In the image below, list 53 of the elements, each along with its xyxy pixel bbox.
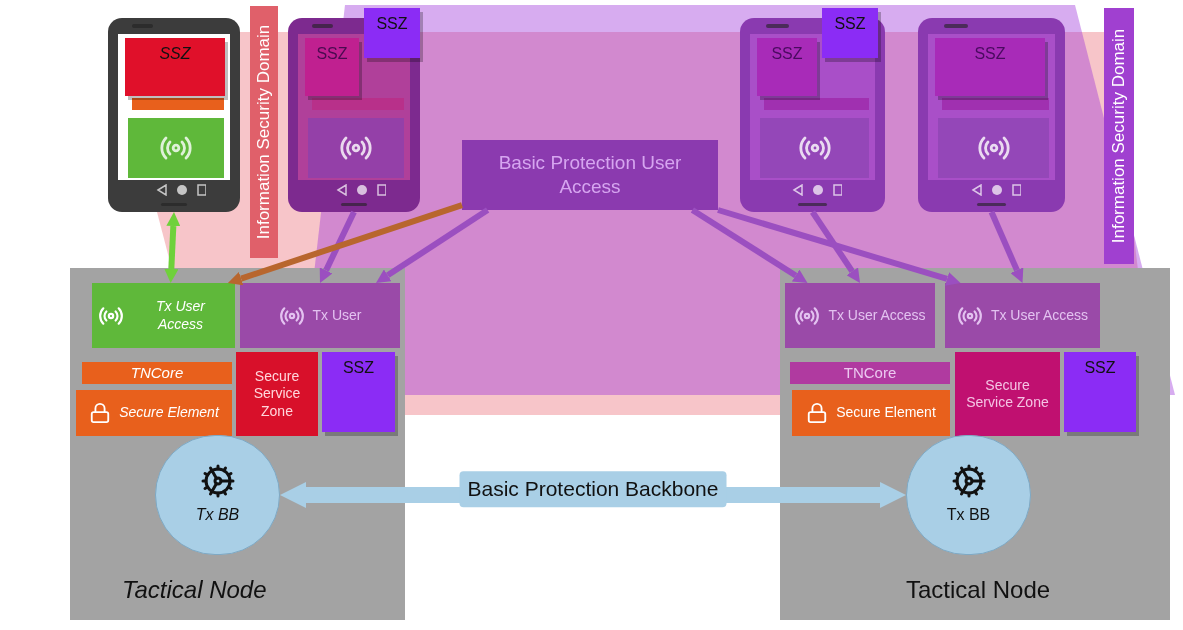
phone-drawing <box>108 18 240 212</box>
arrow <box>690 207 808 283</box>
box-label: Secure Element <box>836 404 936 422</box>
arrow <box>376 207 490 283</box>
node-title: Tactical Node <box>122 575 267 605</box>
tactical-node-platform <box>70 268 405 620</box>
component-block <box>790 362 950 384</box>
phone-drawing <box>740 18 885 212</box>
ssz-block: SSZ <box>1064 352 1136 432</box>
box-label: Tx User <box>312 306 362 325</box>
ssz-block: SSZ <box>935 38 1045 96</box>
box-label: Secure Service Zone <box>965 376 1050 412</box>
component-block <box>82 362 232 384</box>
arrow <box>810 210 860 283</box>
component-block <box>955 352 1060 436</box>
ssz-block: SSZ <box>322 352 395 432</box>
node-label: Tx BB <box>195 505 240 525</box>
box-label: TNCore <box>843 363 897 383</box>
ssz-block: SSZ <box>125 38 225 96</box>
arrow <box>227 202 463 286</box>
security-domain-band <box>250 6 278 258</box>
arrow <box>717 207 961 286</box>
box-label: Tx User Access <box>828 306 926 325</box>
box-label: Tx User Access <box>155 298 207 333</box>
ssz-block: SSZ <box>364 8 420 58</box>
domain-label: Information Security Domain <box>1108 27 1129 246</box>
box-label: TNCore <box>130 363 184 383</box>
arrow <box>988 210 1024 283</box>
component-block <box>462 140 718 210</box>
edge-label: Basic Protection Backbone <box>459 471 727 507</box>
box-label: Secure Element <box>119 404 219 422</box>
box-label: Secure Service Zone <box>252 367 302 421</box>
component-block <box>92 283 235 348</box>
node-title: Tactical Node <box>906 575 1051 605</box>
ssz-block: SSZ <box>305 38 359 96</box>
arrow <box>164 212 181 283</box>
box-label: Tx User Access <box>990 306 1089 325</box>
component-block <box>785 283 935 348</box>
component-block <box>76 390 232 436</box>
security-domain-band <box>1104 8 1134 264</box>
tactical-node-platform <box>780 268 1170 620</box>
node-label: Tx BB <box>946 505 991 525</box>
box-label: Basic Protection User Access <box>497 151 683 199</box>
component-block <box>945 283 1100 348</box>
ssz-block: SSZ <box>822 8 878 58</box>
phone-drawing <box>918 18 1065 212</box>
component-block <box>236 352 318 436</box>
phone-drawing <box>288 18 420 212</box>
ssz-block: SSZ <box>757 38 817 96</box>
domain-label: Information Security Domain <box>253 23 274 242</box>
arrow <box>319 210 357 283</box>
component-block <box>792 390 950 436</box>
component-block <box>240 283 400 348</box>
